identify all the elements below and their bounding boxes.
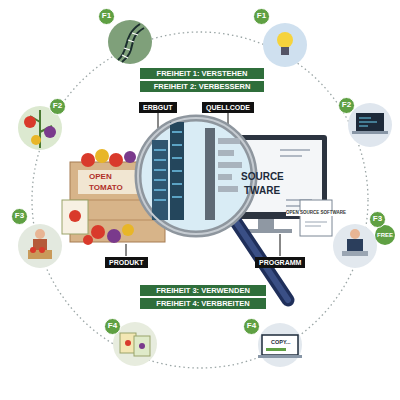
part-label: ERBGUT [139, 102, 177, 113]
freedom-badge: F3 [369, 211, 386, 228]
node-text: F4 [244, 321, 259, 331]
node-text: F2 [50, 101, 65, 111]
freedom-badge: F2 [338, 97, 355, 114]
freedom-badge: F3 [11, 208, 28, 225]
dna-icon [108, 20, 152, 64]
freedom-badge: F1 [253, 8, 270, 25]
lightbulb-icon [263, 23, 307, 67]
code-laptop-icon [348, 103, 392, 147]
node-text: ERBGUT [143, 103, 173, 112]
freedom-band: FREIHEIT 4: VERBREITEN [140, 298, 266, 309]
node-text: FREIHEIT 4: VERBREITEN [145, 299, 261, 308]
node-text: PRODUKT [109, 258, 144, 267]
part-label: PROGRAMM [255, 257, 305, 268]
programmer-icon [333, 224, 395, 268]
printed-label: COPY... [271, 339, 291, 345]
node-text: F4 [105, 321, 120, 331]
freedom-band: FREIHEIT 1: VERSTEHEN [140, 68, 264, 79]
node-text: PROGRAMM [259, 258, 301, 267]
freedom-band: FREIHEIT 3: VERWENDEN [140, 285, 266, 296]
printed-label: SOURCE [241, 171, 284, 182]
freedom-band: FREIHEIT 2: VERBESSERN [140, 81, 264, 92]
node-text: F3 [370, 214, 385, 224]
freedom-badge: F4 [104, 318, 121, 335]
printed-label: TOMATO [89, 184, 123, 193]
freedom-badge: F1 [98, 8, 115, 25]
printed-label: OPEN SOURCE SOFTWARE [286, 211, 346, 216]
leader-line [126, 112, 280, 256]
node-text: F1 [254, 11, 269, 21]
node-text: FREIHEIT 3: VERWENDEN [145, 286, 261, 295]
printed-label: FREE [377, 232, 393, 239]
node-text: FREIHEIT 2: VERBESSERN [145, 82, 259, 91]
node-text: FREIHEIT 1: VERSTEHEN [145, 69, 259, 78]
node-text: QUELLCODE [206, 103, 250, 112]
printed-label: OPEN [89, 173, 112, 182]
gardener-icon [18, 224, 62, 268]
dotted-ring [32, 32, 368, 368]
freedom-badge: F4 [243, 318, 260, 335]
node-text: F1 [99, 11, 114, 21]
freedom-badge: F2 [49, 98, 66, 115]
node-text: F3 [12, 211, 27, 221]
part-label: QUELLCODE [202, 102, 254, 113]
printed-label: TWARE [244, 185, 280, 196]
node-text: F2 [339, 100, 354, 110]
copy-laptop-icon [258, 323, 302, 367]
part-label: PRODUKT [105, 257, 148, 268]
magnifying-glass [138, 118, 288, 300]
